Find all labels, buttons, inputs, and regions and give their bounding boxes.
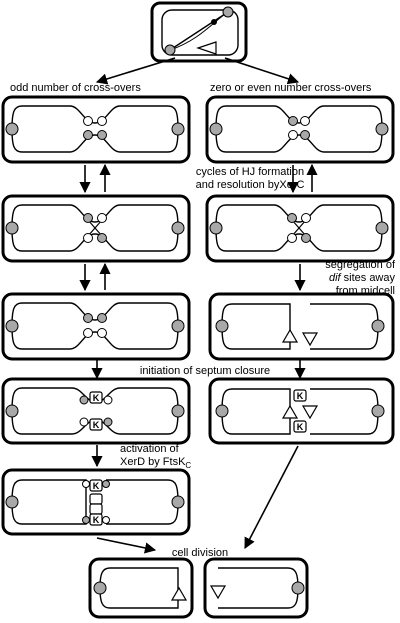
pole-marker bbox=[215, 319, 229, 333]
pole-marker bbox=[171, 122, 185, 136]
dif-triangle bbox=[209, 585, 227, 600]
pole-marker bbox=[375, 221, 389, 235]
pole-marker bbox=[93, 581, 107, 595]
left-cell-row5: K K bbox=[1, 468, 191, 536]
svg-text:K: K bbox=[297, 422, 304, 432]
ftsk-complex bbox=[89, 479, 103, 492]
pole-marker bbox=[375, 122, 389, 136]
right-cell-row3 bbox=[208, 292, 395, 361]
pole-marker bbox=[171, 319, 185, 333]
label-activation-1: activation of bbox=[120, 443, 180, 455]
right-cell-row4: K K bbox=[208, 377, 395, 445]
dif-triangle bbox=[196, 41, 217, 55]
ftsk-complex bbox=[89, 513, 103, 526]
pole-marker bbox=[371, 319, 385, 333]
label-odd-crossovers: odd number of cross-overs bbox=[10, 82, 141, 94]
label-even-crossovers: zero or even number cross-overs bbox=[210, 82, 372, 94]
label-septum-initiation: initiation of septum closure bbox=[140, 365, 270, 377]
svg-text:K: K bbox=[93, 515, 100, 525]
label-cycles-2: and resolution byXerC bbox=[196, 179, 305, 191]
pole-marker bbox=[5, 404, 19, 418]
label-segregation-1: segregation of bbox=[325, 259, 396, 271]
ftsk-complex bbox=[89, 391, 103, 404]
pole-marker bbox=[5, 122, 19, 136]
pole-marker bbox=[209, 122, 223, 136]
svg-text:K: K bbox=[297, 391, 304, 401]
dif-triangle bbox=[281, 404, 299, 419]
label-segregation-2: dif sites away bbox=[329, 272, 396, 284]
label-cell-division: cell division bbox=[172, 547, 228, 559]
pole-marker bbox=[5, 221, 19, 235]
dif-site-marker bbox=[222, 6, 234, 18]
left-cell-row2 bbox=[1, 194, 191, 263]
ftsk-complex bbox=[293, 420, 307, 433]
ftsk-complex bbox=[293, 389, 307, 402]
label-cycles-1: cycles of HJ formation bbox=[196, 166, 304, 178]
left-cell-row4: K K bbox=[1, 377, 191, 445]
daughter-cell-right bbox=[203, 557, 309, 619]
dif-site-marker bbox=[164, 44, 176, 56]
dif-triangle bbox=[301, 405, 319, 420]
pole-marker bbox=[5, 319, 19, 333]
svg-text:K: K bbox=[93, 481, 100, 491]
pole-marker bbox=[171, 221, 185, 235]
pole-marker bbox=[171, 495, 185, 509]
dif-triangle bbox=[301, 332, 319, 347]
svg-text:K: K bbox=[93, 420, 100, 430]
pole-marker bbox=[215, 404, 229, 418]
pole-marker bbox=[371, 404, 385, 418]
left-cell-row3 bbox=[1, 292, 191, 361]
pole-marker bbox=[291, 581, 305, 595]
daughter-cell-left bbox=[88, 557, 194, 619]
right-cell-row1 bbox=[205, 95, 395, 164]
right-cell-row2 bbox=[205, 194, 395, 263]
svg-text:K: K bbox=[93, 393, 100, 403]
pole-marker bbox=[5, 495, 19, 509]
dif-triangle bbox=[281, 328, 299, 343]
chromosome-dimer-cell bbox=[150, 1, 248, 63]
pole-marker bbox=[171, 404, 185, 418]
left-cell-row1 bbox=[1, 95, 191, 164]
dif-triangle bbox=[170, 586, 188, 601]
label-activation-2: XerD by FtsKC bbox=[120, 456, 191, 470]
pole-marker bbox=[209, 221, 223, 235]
ftsk-complex bbox=[89, 418, 103, 431]
